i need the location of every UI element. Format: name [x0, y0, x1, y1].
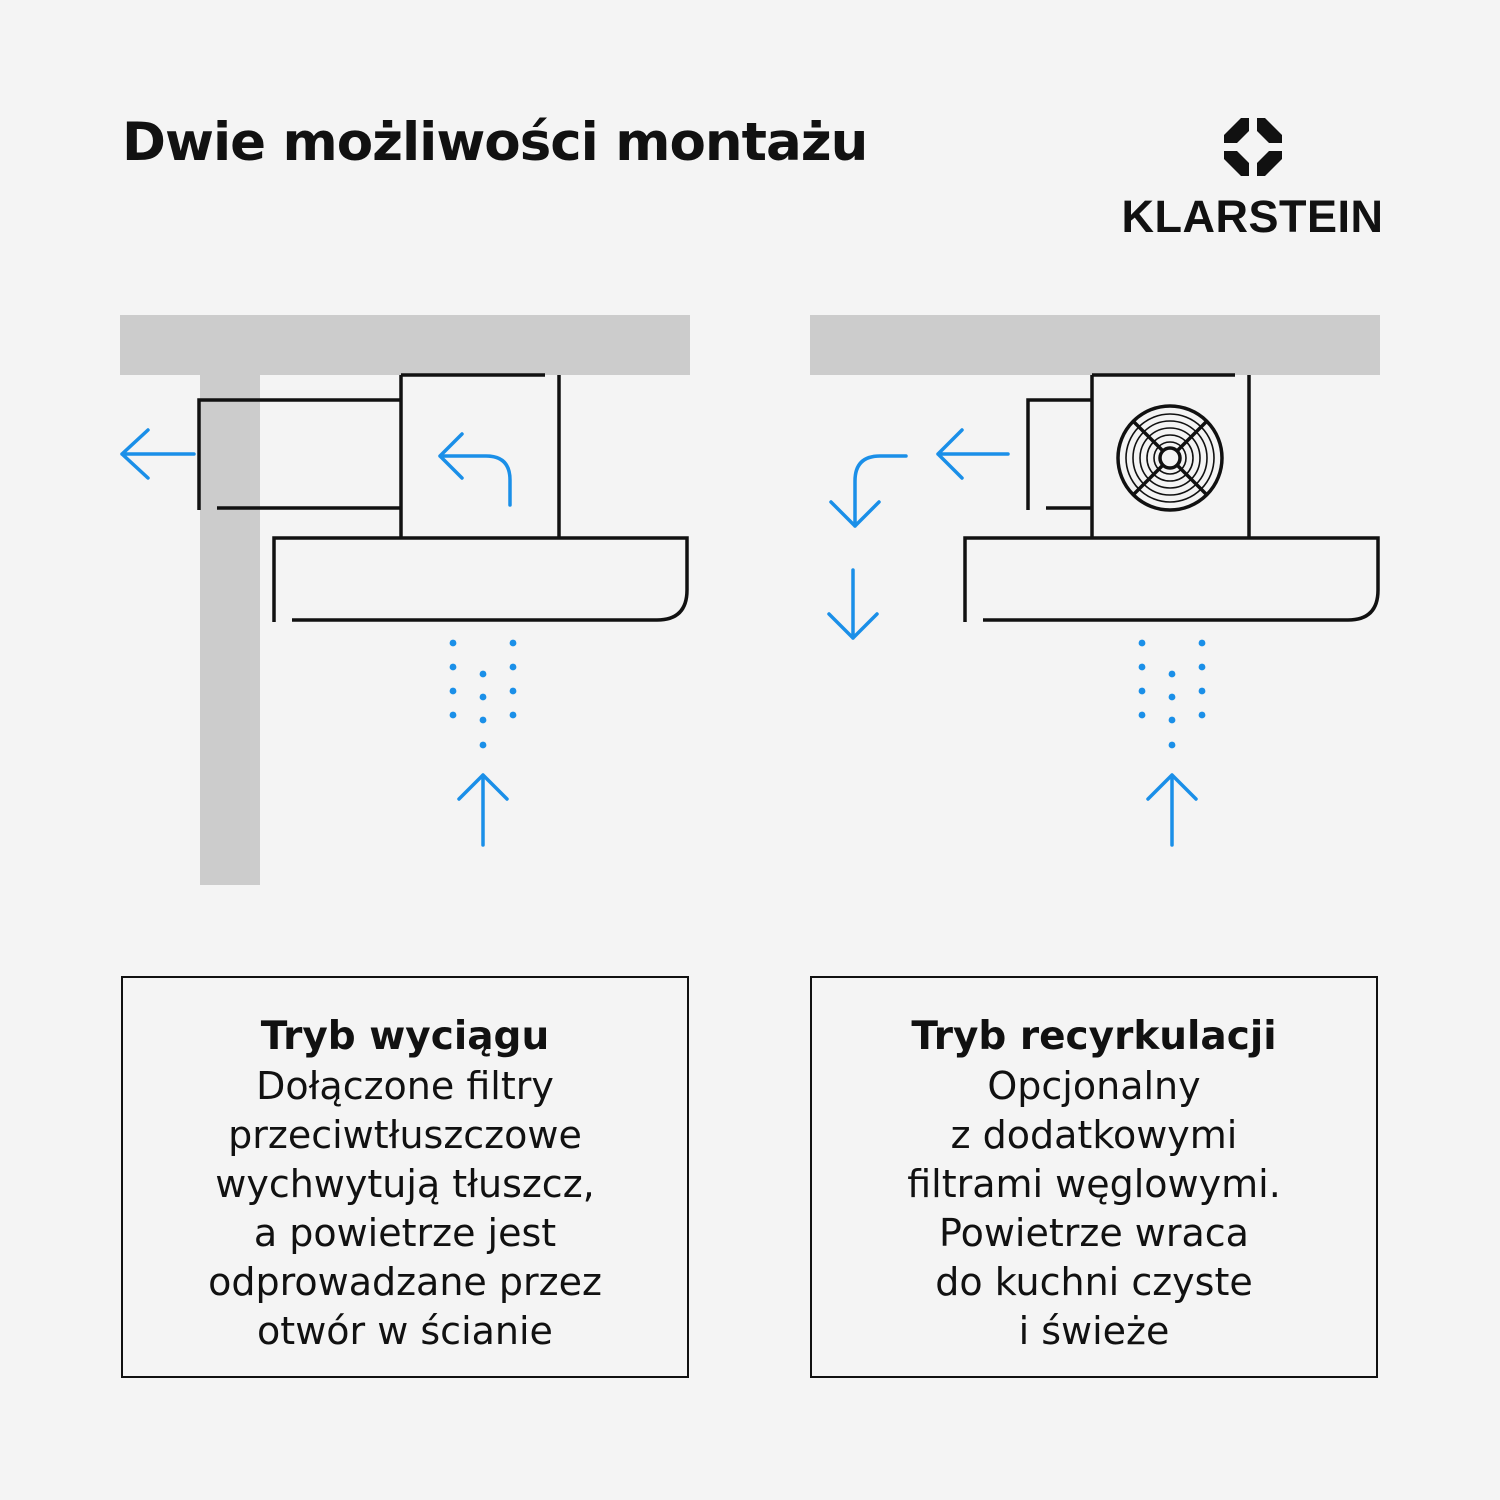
extraction-mode-illustration [120, 315, 690, 885]
hood-outline [963, 373, 1380, 622]
installation-diagram [120, 315, 1380, 885]
card-text-line: filtrami węglowymi. [907, 1162, 1281, 1206]
up-arrow-icon [1146, 773, 1198, 847]
extraction-mode-card: Tryb wyciągu Dołączone filtry przeciwtłu… [121, 976, 689, 1378]
card-text-line: otwór w ścianie [257, 1309, 553, 1353]
exhaust-arrow-icon [120, 428, 196, 480]
brand-name: KLARSTEIN [1121, 191, 1384, 242]
card-text-line: odprowadzane przez [208, 1260, 602, 1304]
up-arrow-icon [457, 773, 509, 847]
card-text-line: Dołączone filtry [256, 1064, 554, 1108]
left-arrow-icon [936, 428, 1010, 480]
airflow-arrows [120, 428, 512, 847]
card-text-line: Powietrze wraca [939, 1211, 1249, 1255]
ceiling [120, 315, 690, 375]
card-text-line: przeciwtłuszczowe [228, 1113, 582, 1157]
down-arrow-icon [827, 568, 879, 640]
fan-icon [1116, 404, 1224, 512]
card-text-line: do kuchni czyste [935, 1260, 1253, 1304]
card-text-line: wychwytują tłuszcz, [215, 1162, 595, 1206]
rising-air-dots [449, 639, 517, 749]
card-title: Tryb wyciągu [260, 1014, 550, 1059]
turn-down-arrow-icon [829, 454, 908, 528]
rising-air-dots [1138, 639, 1206, 749]
recirculation-mode-card: Tryb recyrkulacji Opcjonalny z dodatkowy… [810, 976, 1378, 1378]
recirculation-mode-illustration [810, 315, 1380, 847]
page-title: Dwie możliwości montażu [122, 112, 868, 173]
turn-arrow-icon [438, 432, 512, 507]
card-text-line: a powietrze jest [253, 1211, 557, 1255]
card-text-line: z dodatkowymi [950, 1113, 1238, 1157]
wall [200, 375, 260, 885]
card-text-line: Opcjonalny [987, 1064, 1201, 1108]
hood-outline [197, 373, 689, 622]
ceiling [810, 315, 1380, 375]
card-title: Tryb recyrkulacji [911, 1014, 1277, 1059]
airflow-arrows [827, 428, 1198, 847]
klarstein-logo-icon [1220, 115, 1285, 179]
brand-logo: KLARSTEIN [1120, 115, 1385, 243]
card-text-line: i świeże [1018, 1309, 1170, 1353]
